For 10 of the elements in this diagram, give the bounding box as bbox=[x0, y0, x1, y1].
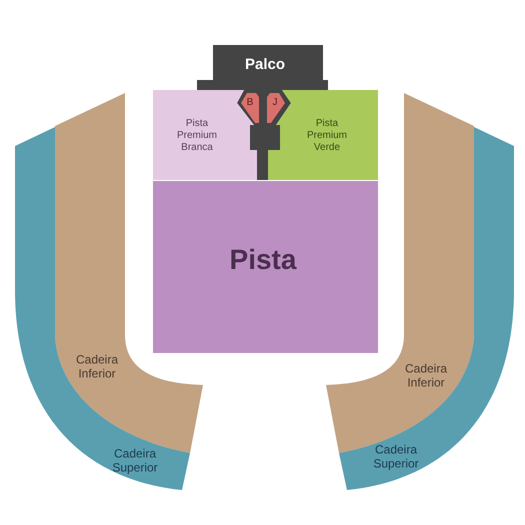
section-label: Cadeira Superior bbox=[372, 442, 420, 472]
section-label: Pista Premium Branca bbox=[176, 118, 218, 154]
section-label: Pista bbox=[230, 243, 296, 277]
section-label: Pista Premium Verde bbox=[306, 118, 348, 154]
section-label: Cadeira Inferior bbox=[74, 352, 120, 382]
section-label: Cadeira Inferior bbox=[404, 362, 448, 390]
section-label: J bbox=[272, 97, 278, 109]
section-label: Cadeira Superior bbox=[111, 446, 159, 476]
section-label: Palco bbox=[244, 56, 286, 74]
section-label: B bbox=[246, 97, 254, 109]
